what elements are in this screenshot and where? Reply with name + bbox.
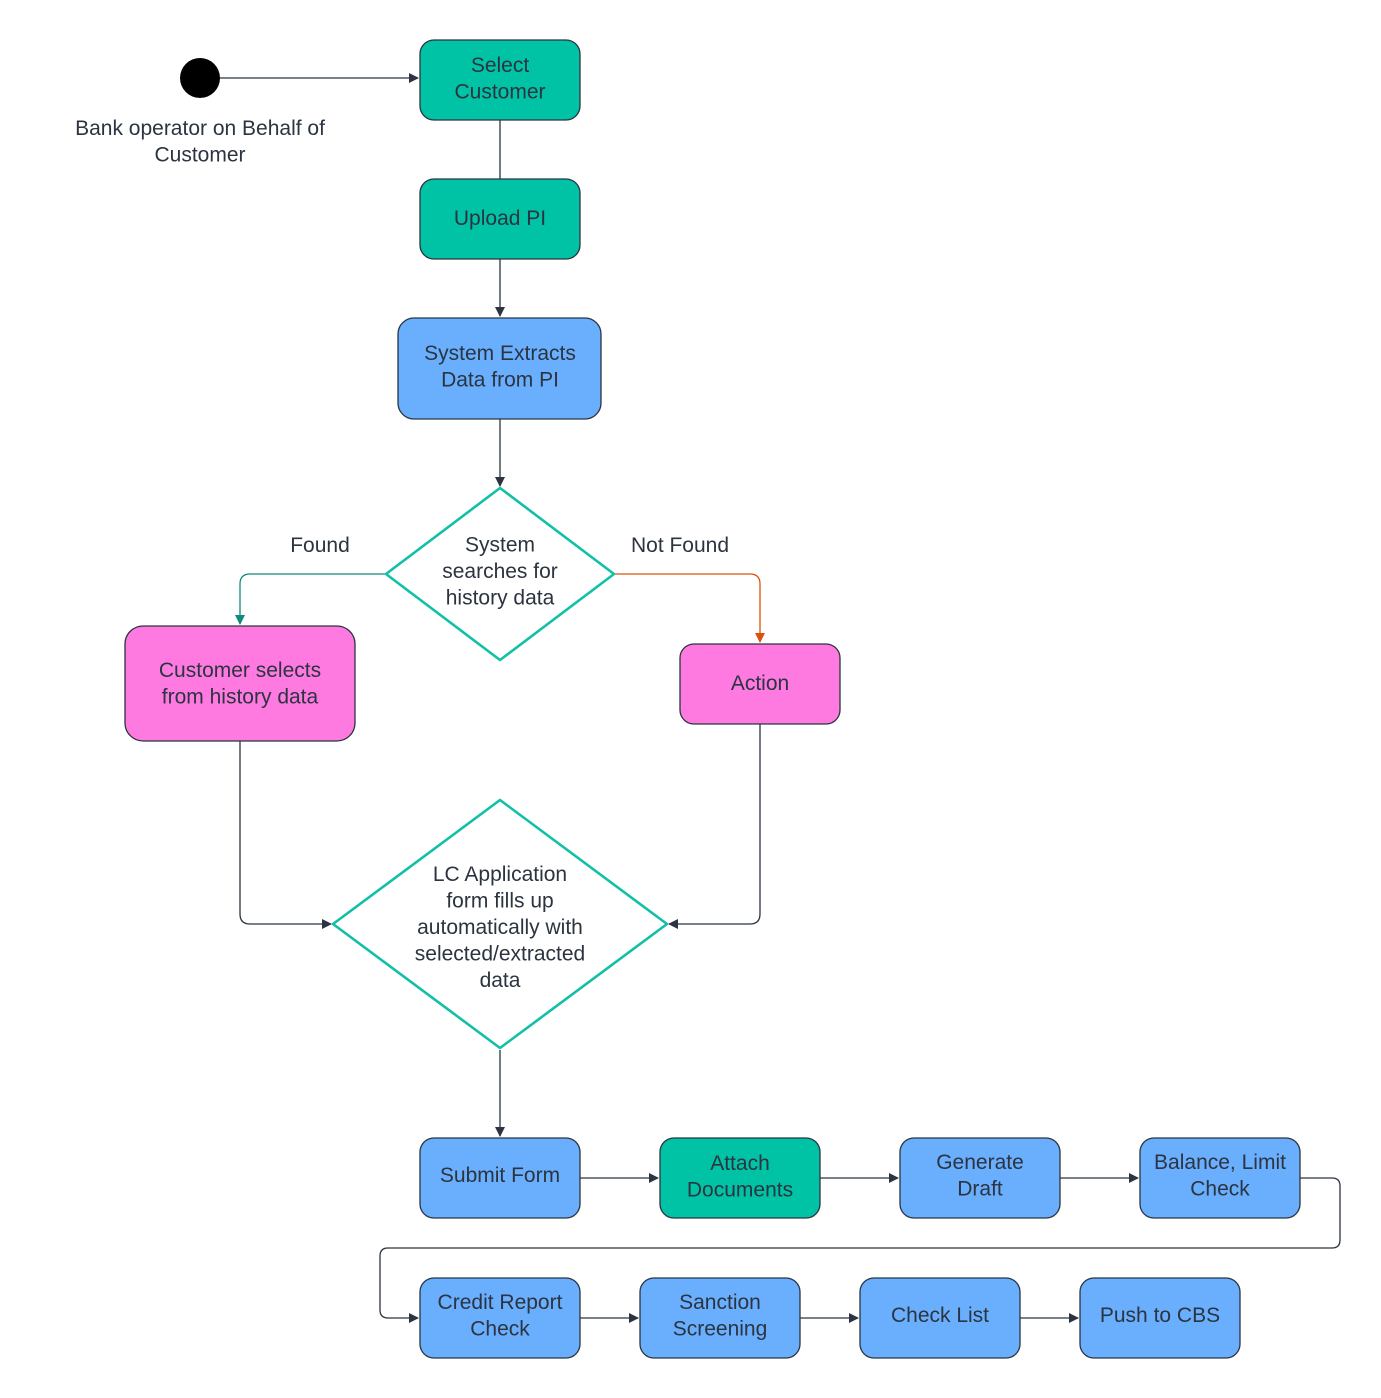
- upload-pi-node: Upload PI: [419, 178, 581, 260]
- label-line: Attach: [710, 1152, 770, 1175]
- history-search-decision: System searches for history data: [384, 486, 616, 662]
- label-line: Documents: [687, 1178, 793, 1201]
- customer-selects-label: Customer selects from history data: [159, 659, 321, 709]
- edge-action-to-lc-application: [668, 724, 761, 929]
- action-node: Action: [679, 643, 841, 725]
- edge-not-found: [614, 573, 765, 643]
- label-line: Check List: [891, 1304, 989, 1327]
- label-line: LC Application: [433, 863, 567, 886]
- label-line: Customer selects: [159, 659, 321, 682]
- label-line: Draft: [957, 1177, 1003, 1200]
- check-list-node: Check List: [859, 1277, 1021, 1359]
- label-line: Bank operator on Behalf of: [75, 117, 325, 140]
- label-line: Data from PI: [441, 368, 559, 391]
- check-list-label: Check List: [891, 1304, 989, 1327]
- submit-form-node: Submit Form: [419, 1137, 581, 1219]
- label-line: Action: [731, 672, 789, 695]
- label-line: selected/extracted: [415, 943, 585, 966]
- label-line: Screening: [673, 1317, 768, 1340]
- history-search-label: System searches for history data: [442, 534, 558, 610]
- label-line: Credit Report: [438, 1291, 563, 1314]
- label-line: Submit Form: [440, 1164, 560, 1187]
- edges: [220, 73, 1341, 1323]
- push-to-cbs-label: Push to CBS: [1100, 1304, 1220, 1327]
- label-line: Check: [1190, 1177, 1250, 1200]
- label-line: data: [480, 969, 521, 992]
- submit-form-label: Submit Form: [440, 1164, 560, 1187]
- start-node: [180, 58, 220, 98]
- upload-pi-label: Upload PI: [454, 207, 546, 230]
- edge-found: [235, 573, 386, 625]
- label-line: Select: [471, 54, 530, 77]
- label-line: Check: [470, 1317, 530, 1340]
- label-line: System Extracts: [424, 342, 576, 365]
- label-line: automatically with: [417, 916, 583, 939]
- edge-customer-selects-to-lc-application: [239, 741, 332, 929]
- label-line: form fills up: [446, 890, 553, 913]
- lc-application-decision: LC Application form fills up automatically…: [331, 798, 669, 1050]
- start-label: Bank operator on Behalf of Customer: [75, 117, 325, 167]
- label-line: Customer: [154, 143, 245, 166]
- edge-balance-limit-check-to-credit-report-check: [379, 1177, 1341, 1323]
- lc-application-label: LC Application form fills up automatically…: [415, 863, 585, 992]
- label-line: Balance, Limit: [1154, 1151, 1286, 1174]
- push-to-cbs-node: Push to CBS: [1079, 1277, 1241, 1359]
- label-line: from history data: [162, 685, 319, 708]
- not-found-edge-label: Not Found: [631, 534, 729, 557]
- label-line: System: [465, 534, 535, 557]
- label-line: Generate: [936, 1151, 1024, 1174]
- label-line: Sanction: [679, 1291, 761, 1314]
- label-line: history data: [446, 587, 555, 610]
- label-line: Upload PI: [454, 207, 546, 230]
- label-line: Customer: [454, 80, 545, 103]
- action-label: Action: [731, 672, 789, 695]
- found-edge-label: Found: [290, 534, 350, 557]
- label-line: searches for: [442, 560, 558, 583]
- label-line: Push to CBS: [1100, 1304, 1220, 1327]
- customer-selects-node: Customer selects from history data: [124, 625, 356, 742]
